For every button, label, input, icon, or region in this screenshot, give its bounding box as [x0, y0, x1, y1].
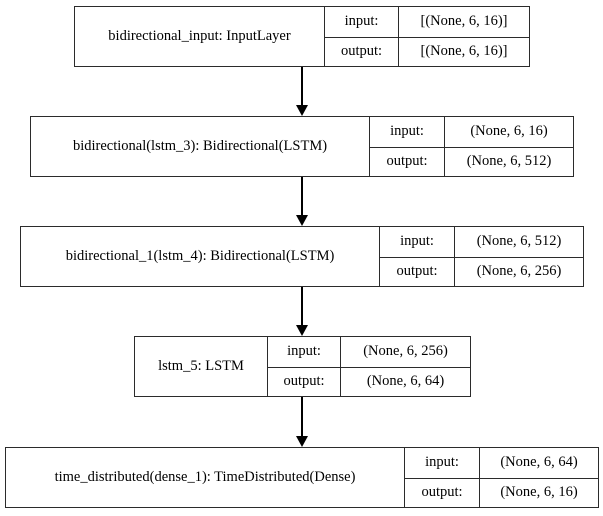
layer-input-row: input: (None, 6, 256): [268, 337, 470, 367]
layer-name-label: bidirectional_input: InputLayer: [108, 28, 291, 44]
layer-node-bidirectional_1[interactable]: bidirectional_1(lstm_4): Bidirectional(L…: [20, 226, 584, 287]
layer-name-label: bidirectional(lstm_3): Bidirectional(LST…: [72, 138, 328, 154]
layer-input-label: input:: [287, 343, 321, 360]
layer-output-row: output: (None, 6, 256): [380, 256, 583, 286]
layer-output-row: output: (None, 6, 512): [370, 146, 573, 176]
layer-output-shape: (None, 6, 64): [340, 367, 470, 396]
layer-output-row: output: (None, 6, 64): [268, 366, 470, 396]
layer-input-shape: (None, 6, 64): [479, 448, 598, 478]
layer-output-row: output: (None, 6, 16): [405, 477, 598, 507]
layer-name-label: bidirectional_1(lstm_4): Bidirectional(L…: [65, 248, 335, 264]
layer-output-shape: (None, 6, 16): [479, 478, 598, 507]
layer-node-time_distributed[interactable]: time_distributed(dense_1): TimeDistribut…: [5, 447, 599, 508]
layer-input-row: input: (None, 6, 512): [380, 227, 583, 257]
arrowhead-icon: [296, 436, 308, 447]
edge-bidirectional_1-to-lstm_5: [296, 287, 308, 336]
layer-node-lstm_5[interactable]: lstm_5: LSTM input: (None, 6, 256) output: (…: [134, 336, 471, 397]
layer-input-label: input:: [344, 13, 379, 30]
edge-bidirectional_input-to-bidirectional: [296, 67, 308, 116]
layer-output-row: output: [(None, 6, 16)]: [325, 36, 529, 66]
edge-line: [301, 397, 303, 437]
layer-input-label: input:: [400, 233, 434, 250]
layer-output-label: output:: [396, 263, 438, 280]
layer-output-shape: (None, 6, 512): [444, 147, 573, 176]
layer-io-table: input: (None, 6, 256) output: (None, 6, 64): [267, 337, 470, 396]
arrowhead-icon: [296, 325, 308, 336]
layer-input-shape: [(None, 6, 16)]: [398, 7, 529, 37]
layer-io-table: input: [(None, 6, 16)] output: [(None, 6, 1…: [324, 7, 529, 66]
layer-input-row: input: (None, 6, 64): [405, 448, 598, 478]
layer-output-label: output:: [340, 43, 383, 60]
layer-io-table: input: (None, 6, 64) output: (None, 6, 16): [404, 448, 598, 507]
layer-name-label: time_distributed(dense_1): TimeDistribut…: [54, 469, 356, 485]
layer-input-shape: (None, 6, 16): [444, 117, 573, 147]
layer-output-label: output:: [386, 153, 428, 170]
layer-output-shape: (None, 6, 256): [454, 257, 583, 286]
layer-output-shape: [(None, 6, 16)]: [398, 37, 529, 66]
layer-input-row: input: [(None, 6, 16)]: [325, 7, 529, 37]
arrowhead-icon: [296, 105, 308, 116]
layer-output-label: output:: [283, 373, 325, 390]
layer-input-label: input:: [425, 454, 459, 471]
layer-node-bidirectional[interactable]: bidirectional(lstm_3): Bidirectional(LST…: [30, 116, 574, 177]
layer-io-table: input: (None, 6, 512) output: (None, 6, 256…: [379, 227, 583, 286]
edge-bidirectional-to-bidirectional_1: [296, 177, 308, 226]
layer-output-label: output:: [421, 484, 463, 501]
layer-input-shape: (None, 6, 256): [340, 337, 470, 367]
layer-name-label: lstm_5: LSTM: [158, 358, 244, 374]
layer-node-bidirectional_input[interactable]: bidirectional_input: InputLayer input: [(N…: [74, 6, 530, 67]
layer-input-shape: (None, 6, 512): [454, 227, 583, 257]
edge-line: [301, 287, 303, 326]
layer-input-row: input: (None, 6, 16): [370, 117, 573, 147]
layer-io-table: input: (None, 6, 16) output: (None, 6, 512): [369, 117, 573, 176]
edge-lstm_5-to-time_distributed: [296, 397, 308, 447]
edge-line: [301, 177, 303, 216]
arrowhead-icon: [296, 215, 308, 226]
layer-input-label: input:: [390, 123, 424, 140]
edge-line: [301, 67, 303, 106]
